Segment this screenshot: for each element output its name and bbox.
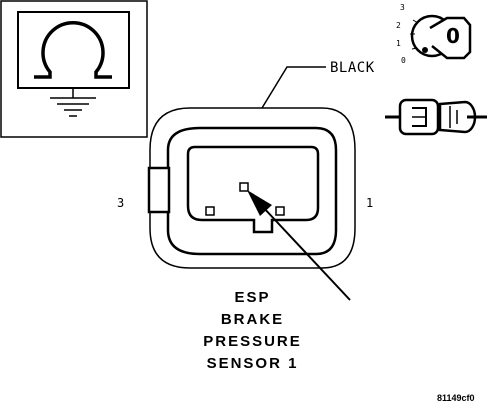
connector-plug-icon: [385, 98, 487, 136]
key-position-1: 1: [396, 39, 401, 48]
ignition-key-icon: [410, 14, 472, 60]
pin-cavity: [186, 145, 320, 234]
ohm-meter-symbol: [0, 0, 148, 138]
title-line-1: ESP: [234, 289, 271, 306]
terminal-pin-3: [205, 206, 215, 216]
connector-outer-shell: [149, 107, 356, 269]
pin-number-left: 3: [117, 196, 125, 210]
wire-color-leader: [261, 66, 326, 109]
title-line-3: PRESSURE: [203, 333, 302, 350]
pin-number-right: 1: [366, 196, 374, 210]
terminal-pin-2: [239, 182, 249, 192]
connector-inner-shell: [166, 126, 338, 256]
omega-icon: [34, 20, 112, 79]
figure-code: 81149cf0: [437, 393, 475, 403]
key-position-3: 3: [400, 3, 405, 12]
terminal-pin-1: [275, 206, 285, 216]
key-position-dot: [422, 47, 428, 53]
title-line-4: SENSOR 1: [206, 355, 299, 372]
key-position-0: 0: [401, 56, 406, 65]
pointer-arrow: [247, 190, 351, 301]
connector-body: [147, 107, 356, 269]
wire-color-label: BLACK: [330, 60, 375, 76]
connector-latch: [147, 166, 171, 214]
title-line-2: BRAKE: [220, 311, 285, 328]
ohm-symbol-border: [0, 0, 148, 138]
key-position-2: 2: [396, 21, 401, 30]
key-label: 0: [446, 24, 460, 48]
key-blade: [429, 16, 472, 60]
component-title: ESP BRAKE PRESSURE SENSOR 1: [190, 287, 315, 375]
